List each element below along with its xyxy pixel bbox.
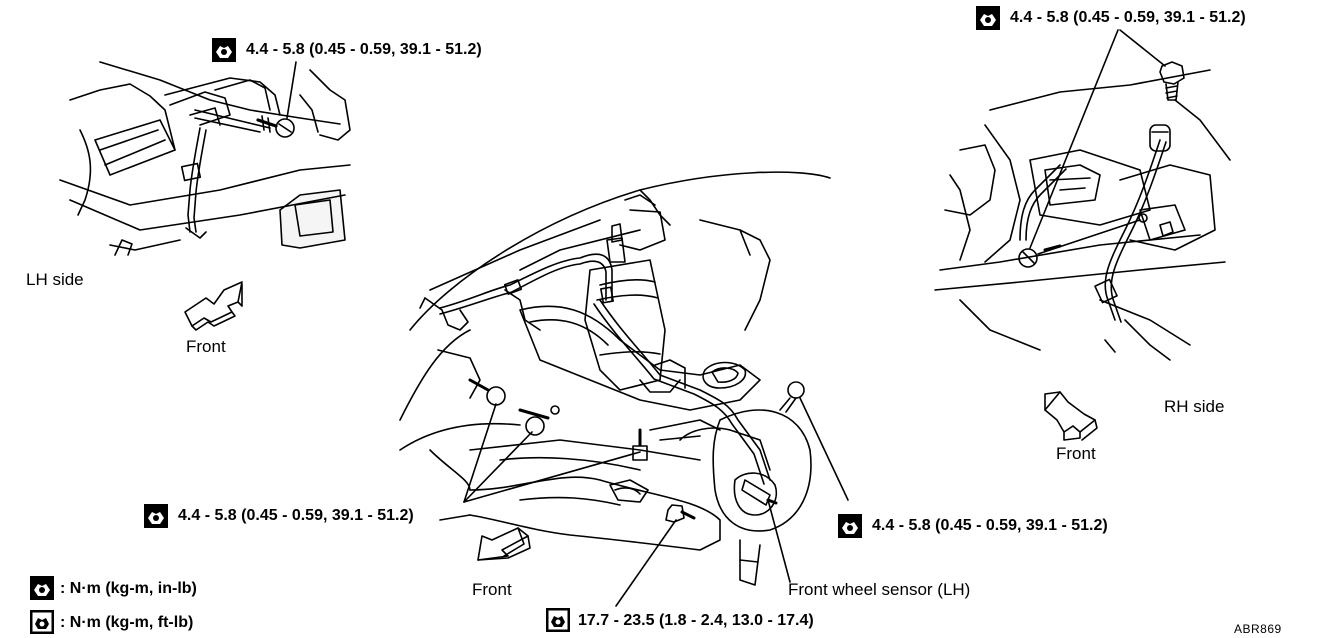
lower-center-leader-line — [615, 519, 677, 607]
sensor-leader-line — [767, 499, 791, 583]
front-label-lh: Front — [186, 337, 226, 356]
center-bolt-4 — [779, 381, 805, 413]
lh-bolt — [256, 115, 295, 138]
legend-ft-lb-text: : N·m (kg-m, ft-lb) — [60, 614, 194, 631]
lh-front-arrow — [184, 281, 243, 331]
legend-outline-torque-icon — [30, 610, 54, 634]
torque-spec-center-right: 4.4 - 5.8 (0.45 - 0.59, 39.1 - 51.2) — [872, 517, 1108, 534]
rh-leader-line-bolt — [1029, 29, 1119, 249]
center-bolt-1 — [468, 378, 506, 406]
torque-wrench-outline-icon — [546, 608, 570, 632]
center-leader-line-1 — [463, 403, 497, 503]
center-leader-line-3 — [463, 451, 641, 503]
lh-leader-line — [286, 61, 297, 119]
lh-side-detail-drawing — [59, 61, 351, 256]
rh-side-label: RH side — [1164, 397, 1225, 416]
legend-in-lb-text: : N·m (kg-m, in-lb) — [60, 580, 197, 597]
torque-spec-lower-center: 17.7 - 23.5 (1.8 - 2.4, 13.0 - 17.4) — [578, 612, 814, 629]
torque-wrench-solid-icon — [144, 504, 168, 528]
center-front-arrow — [477, 527, 531, 561]
lh-side-label: LH side — [26, 270, 84, 289]
torque-spec-center-left: 4.4 - 5.8 (0.45 - 0.59, 39.1 - 51.2) — [178, 507, 414, 524]
front-wheel-sensor-label: Front wheel sensor (LH) — [788, 580, 971, 599]
rh-side-detail-drawing — [934, 29, 1231, 361]
figure-code: ABR869 — [1234, 622, 1282, 636]
front-label-center: Front — [472, 580, 512, 599]
torque-spec-lh-upper: 4.4 - 5.8 (0.45 - 0.59, 39.1 - 51.2) — [246, 41, 482, 58]
rh-loose-bolt — [1159, 61, 1185, 101]
rh-leader-line-loose — [1119, 29, 1166, 67]
front-wheel-sensor — [741, 479, 778, 506]
legend-solid-torque-icon — [30, 576, 54, 600]
torque-wrench-solid-icon — [838, 514, 862, 538]
torque-wrench-solid-icon — [976, 6, 1000, 30]
lower-center-bolt — [665, 504, 696, 523]
rh-bolt — [1018, 213, 1148, 268]
center-right-leader-line — [799, 397, 849, 501]
rh-front-arrow — [1044, 391, 1098, 441]
torque-spec-rh-upper: 4.4 - 5.8 (0.45 - 0.59, 39.1 - 51.2) — [1010, 9, 1246, 26]
center-bolt-2 — [518, 405, 560, 436]
center-bolt-3 — [632, 428, 648, 461]
front-label-rh: Front — [1056, 444, 1096, 463]
torque-wrench-solid-icon — [212, 38, 236, 62]
center-leader-line-2 — [463, 431, 533, 503]
front-suspension-drawing — [399, 171, 849, 607]
